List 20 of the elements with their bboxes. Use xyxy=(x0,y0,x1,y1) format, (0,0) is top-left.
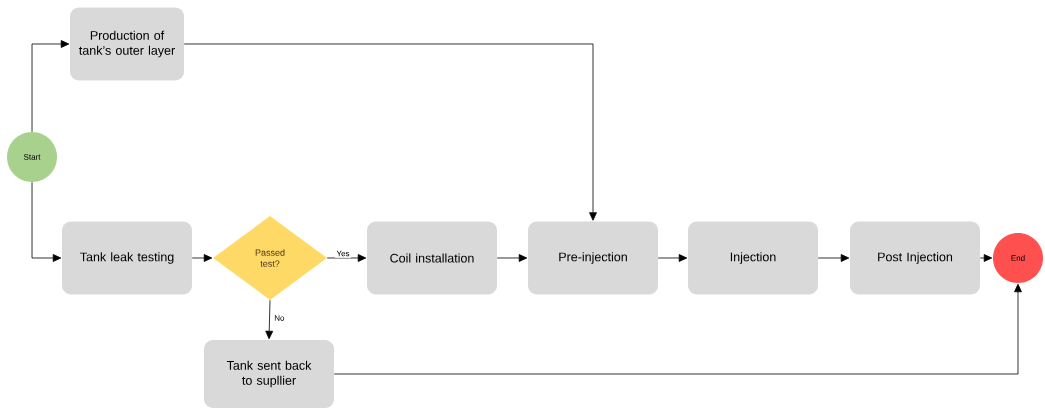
arrow xyxy=(31,40,70,133)
arrow xyxy=(496,254,528,262)
arrow xyxy=(333,283,1022,375)
arrow xyxy=(979,254,993,262)
process-box: Post Injection xyxy=(850,221,980,295)
arrow xyxy=(817,254,850,262)
process-box: Injection xyxy=(688,221,818,295)
process-box: Tank sent back to supllier xyxy=(204,340,334,408)
process-box: Pre-injection xyxy=(528,221,658,295)
process-box: Tank leak testing xyxy=(62,221,192,295)
arrow xyxy=(183,43,597,221)
process-box: Production of tank’s outer layer xyxy=(70,7,184,81)
edge-label: No xyxy=(272,313,286,323)
edge-label: Yes xyxy=(335,249,352,258)
arrow xyxy=(31,181,62,262)
arrow xyxy=(326,254,367,262)
arrow xyxy=(265,299,274,340)
process-box: Coil installation xyxy=(367,221,497,295)
arrow xyxy=(657,254,688,262)
arrow xyxy=(191,254,213,262)
